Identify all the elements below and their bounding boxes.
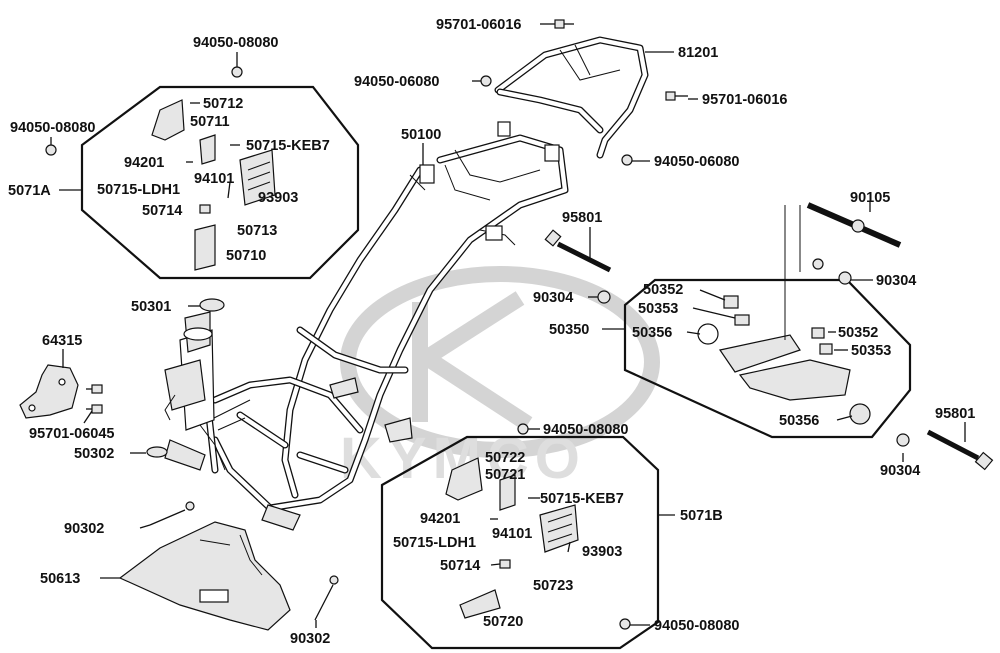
label-95701-06016-right: 95701-06016 <box>702 92 787 108</box>
part-50301-drawing <box>199 298 225 312</box>
label-50352-a: 50352 <box>643 282 683 298</box>
label-93903-a: 93903 <box>258 190 298 206</box>
part-50302-drawing <box>146 446 168 458</box>
label-64315: 64315 <box>42 333 82 349</box>
label-94050-06080-top: 94050-06080 <box>354 74 439 90</box>
label-5071b: 5071B <box>680 508 723 524</box>
bolts-95801-drawing <box>544 229 994 471</box>
label-50714-b: 50714 <box>440 558 480 574</box>
bolts-95701-06045-drawing <box>86 384 103 414</box>
label-90304-right: 90304 <box>876 273 916 289</box>
label-50356-b: 50356 <box>779 413 819 429</box>
part-90105-drawing <box>806 202 902 248</box>
label-81201: 81201 <box>678 45 718 61</box>
label-94050-08080-bottom: 94050-08080 <box>654 618 739 634</box>
label-90304-mid: 90304 <box>533 290 573 306</box>
group-outline-5071b <box>380 435 660 650</box>
label-94050-08080-mid: 94050-08080 <box>543 422 628 438</box>
label-50302: 50302 <box>74 446 114 462</box>
label-95701-06016-top: 95701-06016 <box>436 17 521 33</box>
leader-lines <box>50 23 966 628</box>
steering-head-drawing <box>164 311 226 471</box>
label-50711: 50711 <box>190 114 230 130</box>
part-64315-drawing <box>19 364 79 419</box>
label-50714-a: 50714 <box>142 203 182 219</box>
label-50722: 50722 <box>485 450 525 466</box>
nuts-90304-drawing <box>597 258 910 447</box>
label-50715-ldh1-b: 50715-LDH1 <box>393 535 476 551</box>
label-50715-keb7-b: 50715-KEB7 <box>540 491 624 507</box>
label-50715-ldh1-a: 50715-LDH1 <box>97 182 180 198</box>
label-50715-keb7-a: 50715-KEB7 <box>246 138 330 154</box>
label-50350: 50350 <box>549 322 589 338</box>
label-94201-a: 94201 <box>124 155 164 171</box>
label-50713: 50713 <box>237 223 277 239</box>
label-50723: 50723 <box>533 578 573 594</box>
label-95801-top: 95801 <box>562 210 602 226</box>
group-outline-5071a <box>80 85 360 280</box>
label-94050-08080-top: 94050-08080 <box>193 35 278 51</box>
label-90302-left: 90302 <box>64 521 104 537</box>
label-50353-a: 50353 <box>638 301 678 317</box>
part-50613-drawing <box>118 521 291 631</box>
label-50720: 50720 <box>483 614 523 630</box>
label-50712: 50712 <box>203 96 243 112</box>
label-94101-b: 94101 <box>492 526 532 542</box>
label-94101-a: 94101 <box>194 171 234 187</box>
label-94050-06080-right: 94050-06080 <box>654 154 739 170</box>
part-labels: 95701-06016 81201 94050-08080 94050-0608… <box>8 17 975 647</box>
label-90304-bottom: 90304 <box>880 463 920 479</box>
part-81201-drawing <box>494 36 649 159</box>
group-outline-50350 <box>623 278 912 439</box>
label-50100: 50100 <box>401 127 441 143</box>
label-50301: 50301 <box>131 299 171 315</box>
label-95801-right: 95801 <box>935 406 975 422</box>
label-50721: 50721 <box>485 467 525 483</box>
link-assembly-drawing <box>697 205 871 425</box>
label-95701-06045: 95701-06045 <box>29 426 114 442</box>
label-90302-bottom: 90302 <box>290 631 330 647</box>
screws-90302-drawing <box>149 501 339 621</box>
label-50613: 50613 <box>40 571 80 587</box>
label-5071a: 5071A <box>8 183 51 199</box>
label-50353-b: 50353 <box>851 343 891 359</box>
label-50356-a: 50356 <box>632 325 672 341</box>
group-5071a-parts-drawing <box>151 99 276 271</box>
group-5071b-parts-drawing <box>445 457 579 619</box>
fasteners-top-drawing <box>45 19 688 630</box>
label-90105: 90105 <box>850 190 890 206</box>
label-94050-08080-left: 94050-08080 <box>10 120 95 136</box>
label-50710: 50710 <box>226 248 266 264</box>
label-93903-b: 93903 <box>582 544 622 560</box>
label-94201-b: 94201 <box>420 511 460 527</box>
label-50352-b: 50352 <box>838 325 878 341</box>
main-frame-drawing <box>164 121 569 531</box>
